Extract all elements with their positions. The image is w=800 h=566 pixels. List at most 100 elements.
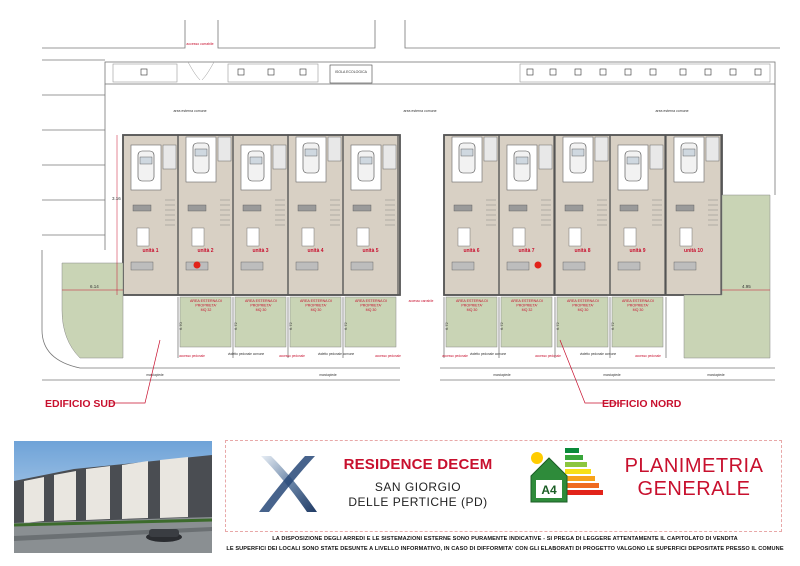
unit-label: unità 6 <box>463 248 479 254</box>
svg-text:PROPRIETA': PROPRIETA' <box>250 304 272 308</box>
dining-table <box>568 227 582 247</box>
car-icon <box>513 150 531 182</box>
edificio-nord-label: EDIFICIO NORD <box>602 398 682 410</box>
car-icon <box>302 142 320 174</box>
svg-text:MQ 30: MQ 30 <box>256 308 267 312</box>
unit-label: unità 4 <box>307 248 323 254</box>
dimensions <box>62 135 770 295</box>
site-outline <box>41 20 780 381</box>
area-comune-3: area esterna comune <box>655 109 688 113</box>
garden-depth: 6.72 <box>555 321 560 330</box>
marciapiede: marciapiede <box>319 373 337 377</box>
unit-label: unità 8 <box>574 248 590 254</box>
svg-text:AREA ESTERNA DI: AREA ESTERNA DI <box>511 299 543 303</box>
svg-text:MQ 30: MQ 30 <box>311 308 322 312</box>
dim-4-95: 4.95 <box>742 284 751 289</box>
svg-text:AREA ESTERNA DI: AREA ESTERNA DI <box>245 299 277 303</box>
dining-table <box>356 227 370 247</box>
city-line-1: SAN GIORGIO <box>374 480 462 494</box>
car-icon <box>624 150 642 182</box>
garden-depth: 6.70 <box>178 321 183 330</box>
marciapiede: marciapiede <box>146 373 164 377</box>
sofa-icon <box>673 261 697 271</box>
unit-label: unità 1 <box>142 248 158 254</box>
x-logo <box>259 456 317 512</box>
car-icon <box>192 142 210 174</box>
svg-text:AREA ESTERNA DI: AREA ESTERNA DI <box>567 299 599 303</box>
isola-ecologica-label: ISOLA ECOLOGICA <box>335 70 368 74</box>
marciapiede: marciapiede <box>493 373 511 377</box>
planimetria-title-2: GENERALE <box>637 478 751 500</box>
garden-depth: 6.72 <box>288 321 293 330</box>
dining-table <box>457 227 471 247</box>
svg-text:AREA ESTERNA DI: AREA ESTERNA DI <box>622 299 654 303</box>
units-layer: unità 1 unità 2 unità 3 unità 4 unità 5 unità… <box>122 134 722 296</box>
dim-3-16: 3.16 <box>112 196 121 201</box>
car-icon <box>137 150 155 182</box>
garden-depth: 6.72 <box>610 321 615 330</box>
unit-6: unità 6 <box>443 134 500 296</box>
unit-label: unità 7 <box>518 248 534 254</box>
unit-label: unità 2 <box>197 248 213 254</box>
accesso-pedonale: accesso pedonale <box>442 354 468 358</box>
car-icon <box>247 150 265 182</box>
svg-text:AREA ESTERNA DI: AREA ESTERNA DI <box>456 299 488 303</box>
svg-text:MQ 30: MQ 30 <box>366 308 377 312</box>
walk-layer: accesso pedonale accesso pedonale accesso … <box>146 297 725 377</box>
location-marker <box>534 261 542 269</box>
garden-depth: 6.72 <box>444 321 449 330</box>
sofa-icon <box>350 261 374 271</box>
svg-text:PROPRIETA': PROPRIETA' <box>572 304 594 308</box>
edificio-sud-label: EDIFICIO SUD <box>45 398 116 410</box>
unit-2: unità 2 <box>177 134 234 296</box>
marciapiede: marciapiede <box>603 373 621 377</box>
energy-class-icon: A4 <box>530 448 603 503</box>
garden-depth: 6.72 <box>499 321 504 330</box>
unit-label: unità 9 <box>629 248 645 254</box>
title-frame <box>225 440 782 532</box>
unit-8: unità 8 <box>554 134 611 296</box>
svg-text:PROPRIETA': PROPRIETA' <box>627 304 649 308</box>
svg-text:PROPRIETA': PROPRIETA' <box>360 304 382 308</box>
car-icon <box>458 142 476 174</box>
gate-arc <box>187 61 215 81</box>
svg-text:MQ 32: MQ 32 <box>522 308 533 312</box>
svg-text:PROPRIETA': PROPRIETA' <box>516 304 538 308</box>
dim-6-14: 6.14 <box>90 284 99 289</box>
unit-label: unità 5 <box>362 248 378 254</box>
svg-text:PROPRIETA': PROPRIETA' <box>305 304 327 308</box>
accesso-carrabile-top: accesso carrabile <box>186 42 213 46</box>
unit-3: unità 3 <box>232 134 289 296</box>
accesso-pedonale: accesso pedonale <box>535 354 561 358</box>
callout-nord-line <box>559 339 620 404</box>
area-comune-1: area esterna comune <box>173 109 206 113</box>
garden-depth: 6.72 <box>343 321 348 330</box>
accesso-pedonale: accesso pedonale <box>635 354 661 358</box>
energy-class-label: A4 <box>541 483 557 497</box>
garden-depth: 6.72 <box>233 321 238 330</box>
car-icon <box>357 150 375 182</box>
vialetto: vialetto pedonale comune <box>228 352 265 356</box>
car-icon <box>569 142 587 174</box>
svg-text:PROPRIETA': PROPRIETA' <box>195 304 217 308</box>
unit-5: unità 5 <box>342 134 399 296</box>
unit-7: unità 7 <box>498 134 555 296</box>
accesso-pedonale: accesso pedonale <box>375 354 401 358</box>
dining-table <box>136 227 150 247</box>
vialetto: vialetto pedonale comune <box>580 352 617 356</box>
residence-title: RESIDENCE DECEM <box>343 456 493 473</box>
callout-sud-line <box>110 339 161 404</box>
svg-text:AREA ESTERNA DI: AREA ESTERNA DI <box>355 299 387 303</box>
dining-table <box>512 227 526 247</box>
accesso-pedonale: accesso pedonale <box>279 354 305 358</box>
dining-table <box>679 227 693 247</box>
svg-text:AREA ESTERNA DI: AREA ESTERNA DI <box>300 299 332 303</box>
center-access: accesso carrabile <box>409 299 434 303</box>
